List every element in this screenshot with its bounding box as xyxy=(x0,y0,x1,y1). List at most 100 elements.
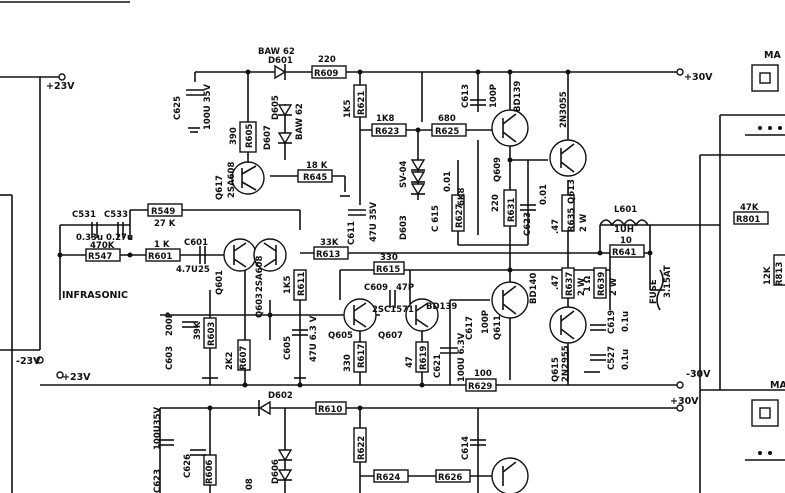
label-r547: R547 xyxy=(88,252,112,262)
label-r601-val: 1 K xyxy=(154,240,170,250)
label-q613: Q613 xyxy=(567,179,577,204)
label-r635-w: 2 W xyxy=(579,213,589,232)
label-c613-val: 100P xyxy=(489,84,499,108)
label-r611: R611 xyxy=(297,272,307,296)
label-c623-01: C623 xyxy=(523,212,533,236)
label-r623: R623 xyxy=(375,127,399,137)
label-r6xx-w1: 2 W xyxy=(577,277,587,296)
label-r801: R801 xyxy=(736,215,760,225)
label-r627-a: 6K8 xyxy=(457,187,467,206)
label-c619: C619 xyxy=(607,310,617,334)
block-label-main-top: MA xyxy=(764,50,781,61)
label-q615-type: 2N2955 xyxy=(561,345,571,382)
label-r629: R629 xyxy=(468,382,492,392)
label-c527-val: 0.1u xyxy=(621,349,631,370)
label-bd139-top: BD139 xyxy=(513,81,523,112)
label-r625: R625 xyxy=(435,127,459,137)
label-r645-val: 18 K xyxy=(306,161,328,171)
label-r623-val: 1K8 xyxy=(376,114,395,124)
label-c621: C621 xyxy=(433,354,443,378)
diodes xyxy=(258,64,426,482)
label-q607: Q607 xyxy=(378,331,403,341)
rail-label-pos23-top: +23V xyxy=(46,81,75,92)
label-r627: R627 xyxy=(455,204,465,228)
label-c533: C533 xyxy=(104,210,128,220)
label-c531-val: 0.33u xyxy=(76,233,103,243)
label-c601-val: 4.7U25 xyxy=(176,265,210,275)
label-r627-val: 0.01 xyxy=(443,171,453,192)
label-r549-val: 27 K xyxy=(154,219,176,229)
label-r631-val: 220 xyxy=(491,194,501,212)
label-r610: R610 xyxy=(318,405,342,415)
label-r635: R635 xyxy=(567,208,577,232)
block-label-main-bottom: MA xyxy=(770,380,785,391)
label-baw62-mid: BAW 62 xyxy=(295,103,305,140)
label-c605-val: 47U 6.3 V xyxy=(309,315,319,362)
label-r605: R605 xyxy=(245,124,255,148)
rail-label-pos30-mid: +30V xyxy=(670,396,699,407)
label-r6xx-w2: 2 W xyxy=(609,277,619,296)
label-c617-val: 100P xyxy=(481,310,491,334)
label-c623-low: C623 xyxy=(153,469,163,493)
label-r549: R549 xyxy=(151,207,175,217)
label-r641: R641 xyxy=(612,248,636,258)
labels: +23V +30V -23V +23V -30V +30V MA MA BAW … xyxy=(16,47,785,493)
label-r645: R645 xyxy=(303,173,327,183)
label-baw62-top: BAW 62 xyxy=(258,47,295,57)
label-r601: R601 xyxy=(148,252,172,262)
label-r801-val: 47K xyxy=(740,203,759,213)
label-q611: Q611 xyxy=(493,315,503,340)
label-r615: R615 xyxy=(376,265,400,275)
label-r611-val: 1K5 xyxy=(283,275,293,294)
label-r606: R606 xyxy=(205,460,215,484)
label-r813-val: 12K xyxy=(763,266,773,285)
label-r635-val: .47 xyxy=(551,219,561,234)
label-r637-val: .47 xyxy=(551,275,561,290)
label-r626: R626 xyxy=(438,473,462,483)
label-c609-val: 47P xyxy=(396,283,414,293)
label-r639-val: 1 Ω xyxy=(583,276,593,292)
label-c605: C605 xyxy=(283,336,293,360)
label-r547-val: 470K xyxy=(90,241,115,251)
label-r615-val: 330 xyxy=(380,253,398,263)
label-c611-val: 47U 35V xyxy=(369,201,379,242)
resistors xyxy=(85,65,785,486)
label-c625-val: 100U 35V xyxy=(203,84,213,130)
label-c527: C527 xyxy=(607,346,617,370)
label-d603: D603 xyxy=(399,215,409,240)
label-c614: C614 xyxy=(461,436,471,460)
label-d602: D602 xyxy=(268,391,293,401)
label-d606: D606 xyxy=(271,459,281,484)
rail-label-neg30-mid: -30V xyxy=(686,369,711,380)
label-d607: D607 xyxy=(263,125,273,150)
label-c623-01-val: 0.01 xyxy=(539,184,549,205)
label-q615: Q615 xyxy=(551,357,561,382)
label-r603: R603 xyxy=(207,322,217,346)
label-l601-val: 1UH xyxy=(614,225,634,235)
label-r613: R613 xyxy=(316,250,340,260)
label-c613: C613 xyxy=(461,84,471,108)
label-r625-val: 680 xyxy=(438,114,456,124)
label-r607-val: 2K2 xyxy=(225,351,235,370)
label-d605: D605 xyxy=(271,95,281,120)
label-c533-val: 0.27u xyxy=(106,233,133,243)
label-bd140: BD140 xyxy=(529,273,539,304)
label-d601: D601 xyxy=(268,56,293,66)
label-c609: C609 xyxy=(364,283,388,293)
label-r619-val: 47 xyxy=(405,356,415,368)
label-l601: L601 xyxy=(614,205,637,215)
label-c607-val: 200P xyxy=(165,312,175,336)
terminals xyxy=(36,68,684,412)
label-c623-low-val: 100U35V xyxy=(153,407,163,450)
label-r607: R607 xyxy=(239,346,249,370)
label-r619: R619 xyxy=(419,346,429,370)
label-r603-val: 39K xyxy=(193,321,203,340)
label-r609: R609 xyxy=(314,69,338,79)
label-fuse: FUSE xyxy=(649,279,659,304)
label-fuse-val: 3.15AT xyxy=(663,265,673,298)
label-r617: R617 xyxy=(357,344,367,368)
label-c531: C531 xyxy=(72,210,96,220)
label-c626: C626 xyxy=(183,454,193,478)
label-c603: C603 xyxy=(165,346,175,370)
